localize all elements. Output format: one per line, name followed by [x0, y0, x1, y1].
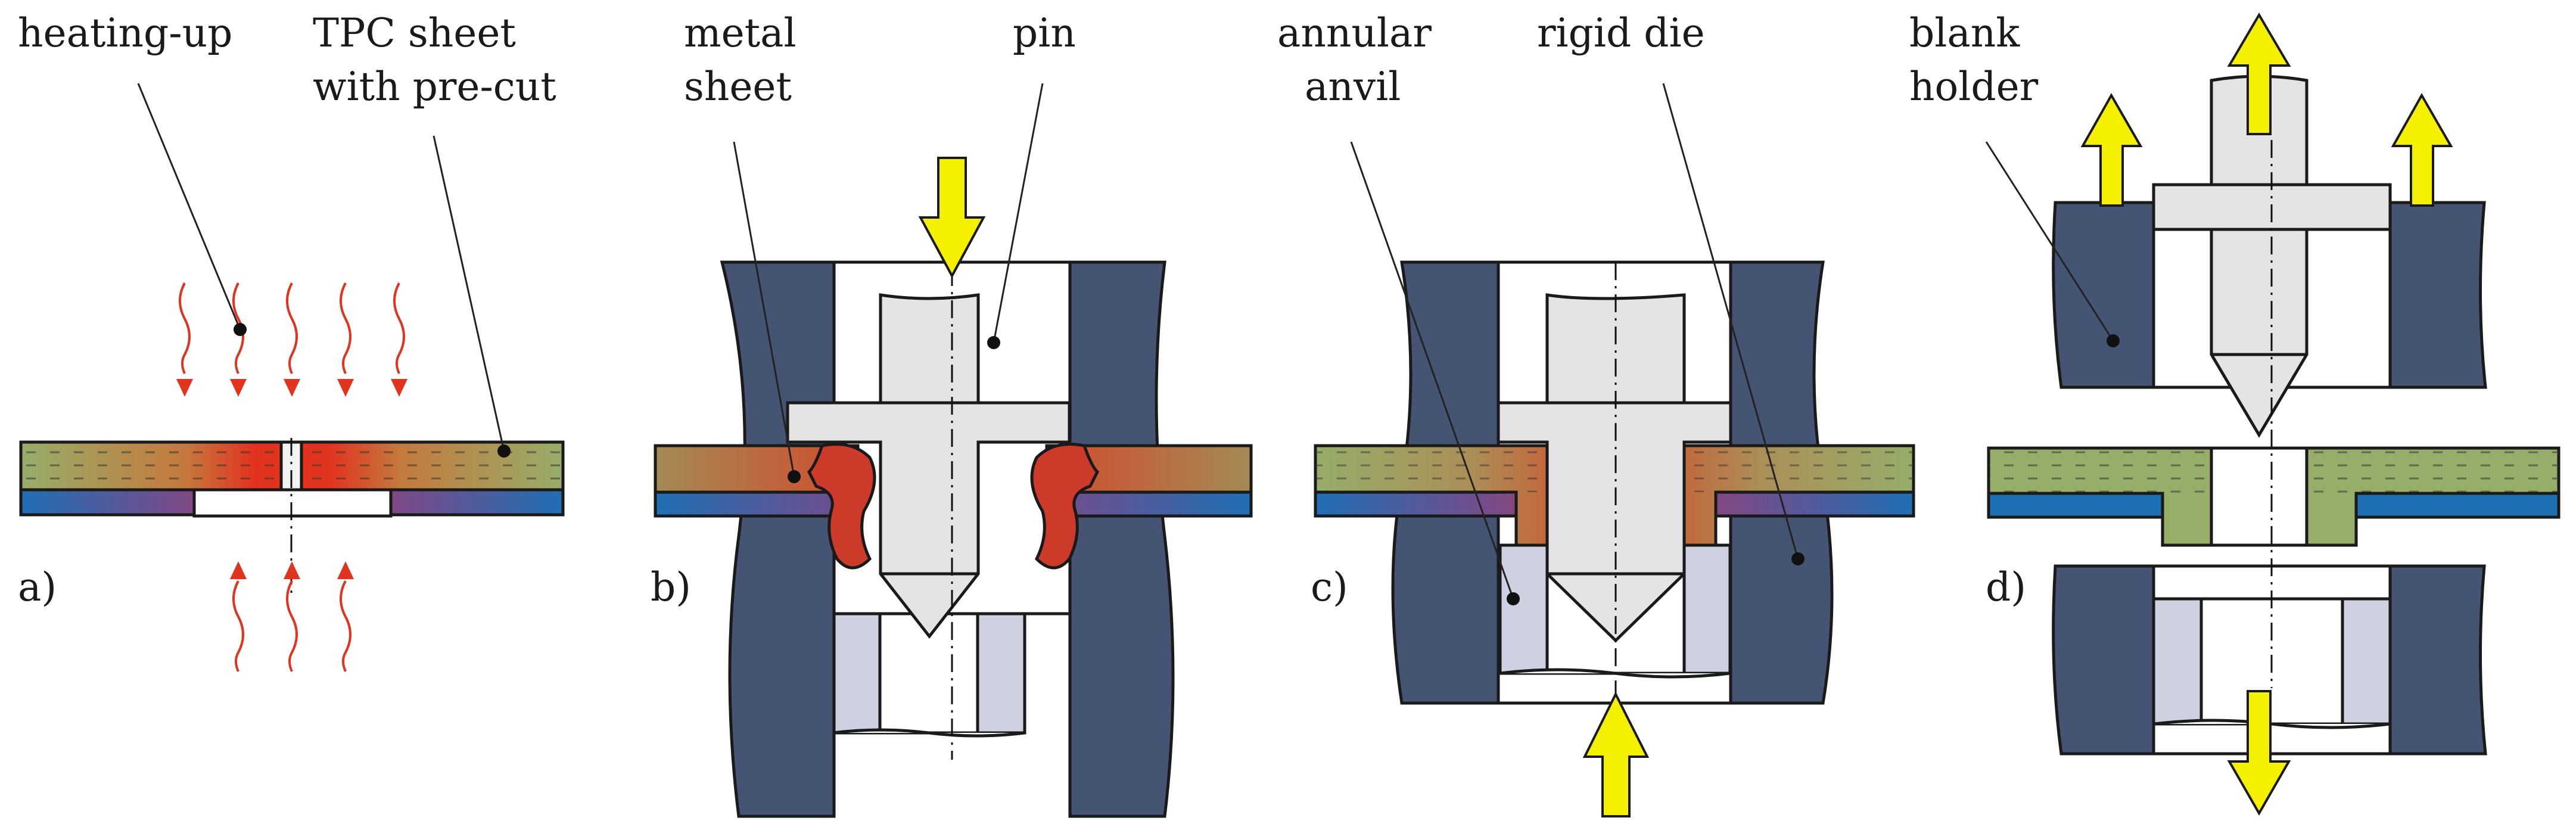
label-rigid-die: rigid die	[1537, 10, 1705, 56]
label-metal-line1: metal	[684, 10, 797, 56]
label-annular-line1: annular	[1277, 10, 1432, 56]
panel-a: heating-up TPC sheet with pre-cut a)	[18, 10, 565, 672]
label-metal-line2: sheet	[684, 64, 792, 110]
label-blank-line1: blank	[1909, 10, 2020, 56]
label-tpc-sheet-line2: with pre-cut	[313, 64, 556, 110]
panel-b: metal sheet pin b)	[651, 10, 1253, 818]
melt-flow-right	[1030, 443, 1100, 570]
step-label-c: c)	[1311, 564, 1348, 610]
melt-flow-left	[807, 443, 876, 570]
step-label-b: b)	[651, 564, 691, 610]
lower-die-left-d	[2052, 564, 2155, 756]
heat-waves-bottom	[232, 580, 351, 672]
panel-c: annular anvil rigid die c)	[1277, 10, 1915, 817]
press-arrow-up-c	[1582, 691, 1650, 817]
blank-holder-right-d	[2388, 201, 2487, 389]
press-arrow-down-b	[918, 157, 986, 279]
lift-arrow-up-right-d	[2391, 92, 2453, 207]
pin-b	[786, 293, 1071, 639]
panel-d: blank holder d)	[1909, 10, 2561, 816]
step-label-a: a)	[18, 564, 57, 610]
heat-waves-top	[179, 282, 405, 374]
pin-d	[2152, 74, 2392, 438]
drop-arrow-down-d	[2227, 690, 2291, 816]
blank-holder-left-d	[2052, 201, 2155, 389]
die-left-b	[720, 260, 836, 818]
die-right-b	[1068, 260, 1175, 818]
step-label-d: d)	[1986, 564, 2026, 610]
metal-gap-a	[192, 486, 393, 518]
metal-sheet-d	[1987, 492, 2561, 519]
label-tpc-sheet-line1: TPC sheet	[313, 10, 516, 56]
metal-sheet-c	[1314, 490, 1915, 518]
lower-die-right-d	[2388, 564, 2487, 756]
label-heating-up: heating-up	[18, 10, 232, 56]
lift-arrow-up-center-d	[2227, 13, 2291, 135]
label-pin: pin	[1013, 10, 1076, 56]
label-blank-line2: holder	[1909, 64, 2039, 110]
lift-arrow-up-left-d	[2080, 92, 2143, 207]
label-annular-line2: anvil	[1305, 64, 1401, 110]
